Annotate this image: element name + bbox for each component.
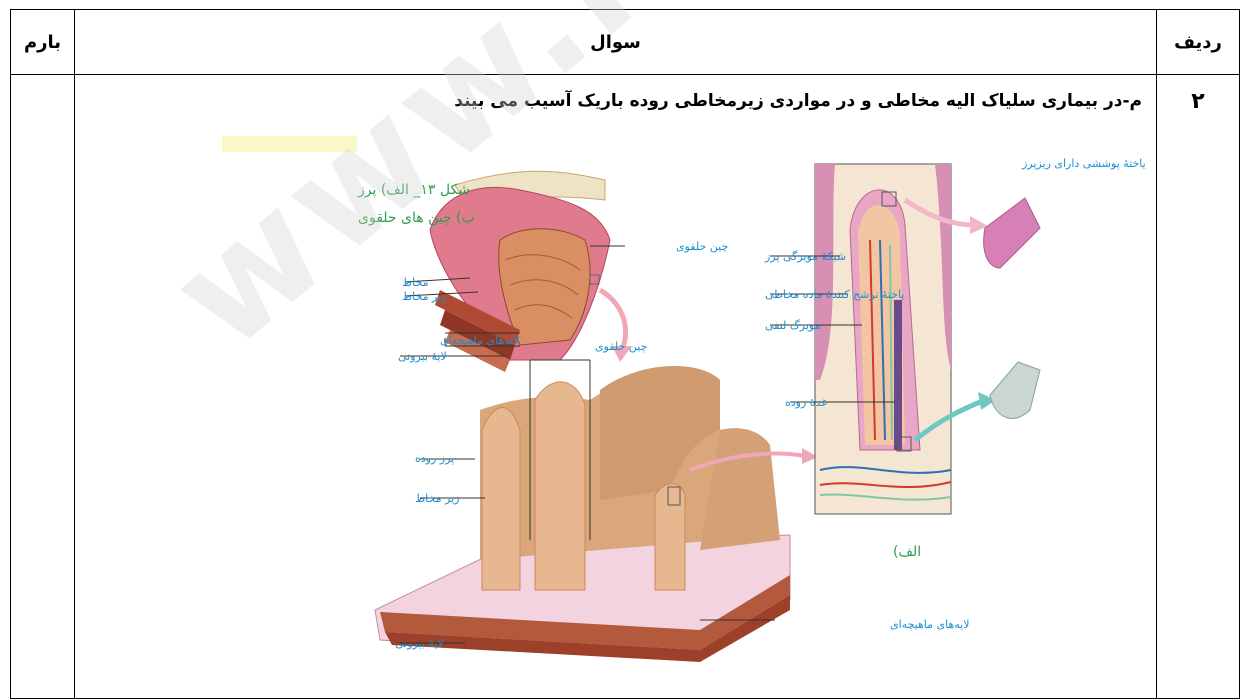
label-laye-biruni-bottom: لایهٔ بیرونی <box>395 637 444 650</box>
label-chin-halghavi-mid: چین حلقوی <box>595 340 647 353</box>
caption-highlight <box>222 136 357 152</box>
caption-line2: ب) چین های حلقوی <box>358 210 475 226</box>
label-zir-makhat-bottom: زیر مخاط <box>415 492 459 505</box>
label-zir-makhat-top: زیر مخاط <box>402 290 446 303</box>
label-yakhte-tarashoh: یاختهٔ ترشح کنندهٔ ماده مخاطی <box>765 288 904 301</box>
goblet-cell-icon <box>990 362 1040 418</box>
label-shabake-moyragi: شبکهٔ مویرگی پرز <box>764 250 846 263</box>
label-yakhte-pooshshi: یاختهٔ پوششی دارای ریزپرز <box>1021 157 1146 170</box>
label-a: الف) <box>893 544 921 560</box>
label-makhat: مخاط <box>402 276 429 289</box>
label-parz-rude: پرز روده <box>415 452 454 465</box>
epithelial-cell-icon <box>984 198 1040 268</box>
caption-line1: شکل ۱۳_ الف) پرز <box>357 182 470 198</box>
label-moyrag-lanfi: مویرگ لنفی <box>765 319 821 332</box>
circular-folds-illustration <box>375 366 790 662</box>
label-layehaye-mahiche-top: لایه‌های ماهیچه‌ای <box>440 334 520 347</box>
label-ghodde-rude: غدهٔ روده <box>785 396 827 409</box>
label-layehaye-mahiche-bottom: لایه‌های ماهیچه‌ای <box>890 618 970 631</box>
label-chin-halghavi-top: چین حلقوی <box>676 240 728 253</box>
label-laye-biruni-top: لایهٔ بیرونی <box>398 350 447 363</box>
